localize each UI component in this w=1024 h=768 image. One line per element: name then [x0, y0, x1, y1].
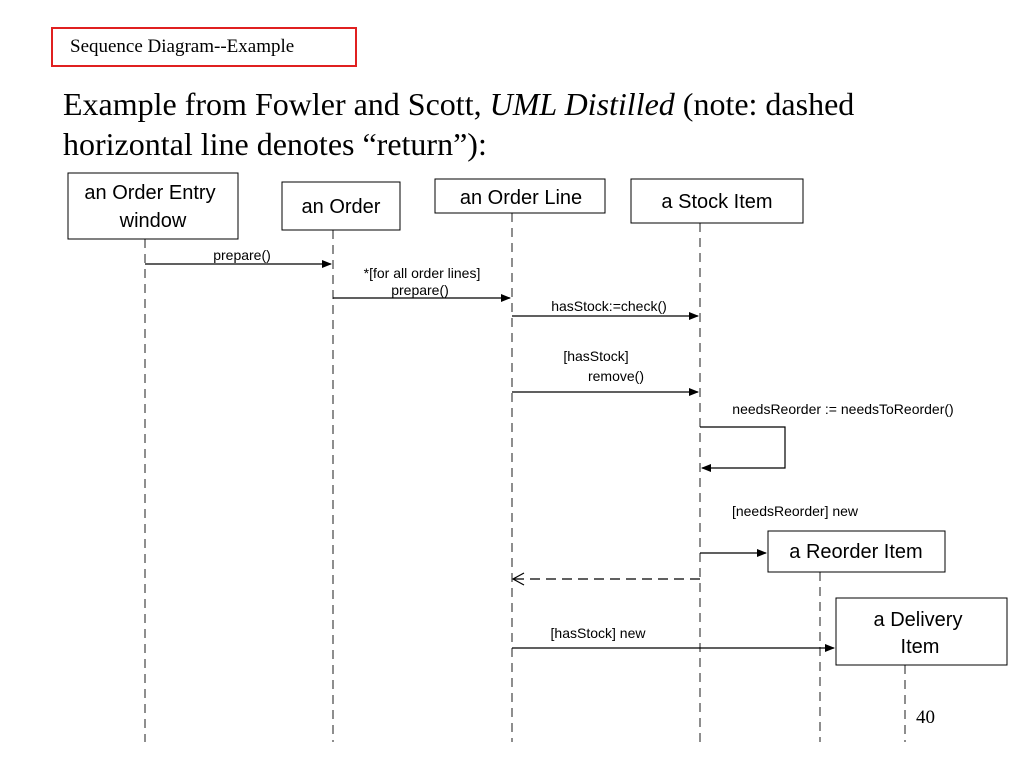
intro-text-end: (note: dashed horizontal line denotes “r…: [63, 86, 855, 162]
object-label: an Order Line: [460, 187, 582, 209]
object-reorder-item: a Reorder Item: [767, 530, 946, 573]
lifelines: [144, 213, 906, 742]
page-number: 40: [916, 707, 935, 728]
message-label: needsReorder := needsToReorder(): [732, 401, 953, 417]
message-label: prepare(): [213, 247, 271, 263]
intro-book-title: UML Distilled: [489, 86, 675, 122]
message-prepare-2: *[for all order lines] prepare(): [333, 265, 511, 302]
message-remove: [hasStock] remove(): [512, 348, 699, 396]
slide-title: Sequence Diagram--Example: [51, 27, 357, 67]
slide-intro: Example from Fowler and Scott, UML Disti…: [63, 84, 963, 164]
object-order-entry-window: an Order Entry window: [67, 172, 239, 240]
message-new-delivery-item: [hasStock] new: [512, 625, 835, 652]
message-new-reorder-item: [needsReorder] new: [700, 503, 859, 557]
message-label: [hasStock] new: [551, 625, 647, 641]
object-delivery-item: a Delivery Item: [835, 597, 1008, 666]
message-has-stock-check: hasStock:=check(): [512, 298, 699, 320]
object-label: an Order: [302, 196, 381, 218]
intro-text-start: Example from Fowler and Scott,: [63, 86, 490, 122]
object-label-line2: window: [119, 210, 187, 232]
object-order-line: an Order Line: [434, 178, 606, 214]
message-needs-reorder: needsReorder := needsToReorder(): [700, 401, 954, 472]
message-label: remove(): [588, 368, 644, 384]
message-label: hasStock:=check(): [551, 298, 667, 314]
message-prepare-1: prepare(): [145, 247, 332, 268]
message-guard: [hasStock]: [563, 348, 628, 364]
slide-title-text: Sequence Diagram--Example: [70, 36, 295, 57]
object-label: an Order Entry: [84, 182, 215, 204]
object-label: a Delivery: [874, 609, 963, 631]
message-label: [needsReorder] new: [732, 503, 859, 519]
message-guard: *[for all order lines]: [364, 265, 481, 281]
object-stock-item: a Stock Item: [630, 178, 804, 224]
message-label: prepare(): [391, 282, 449, 298]
object-label: a Reorder Item: [789, 541, 922, 563]
object-label: a Stock Item: [661, 191, 772, 213]
object-label-line2: Item: [901, 636, 940, 658]
return-message-dashed: [511, 572, 700, 586]
object-order: an Order: [281, 181, 401, 231]
